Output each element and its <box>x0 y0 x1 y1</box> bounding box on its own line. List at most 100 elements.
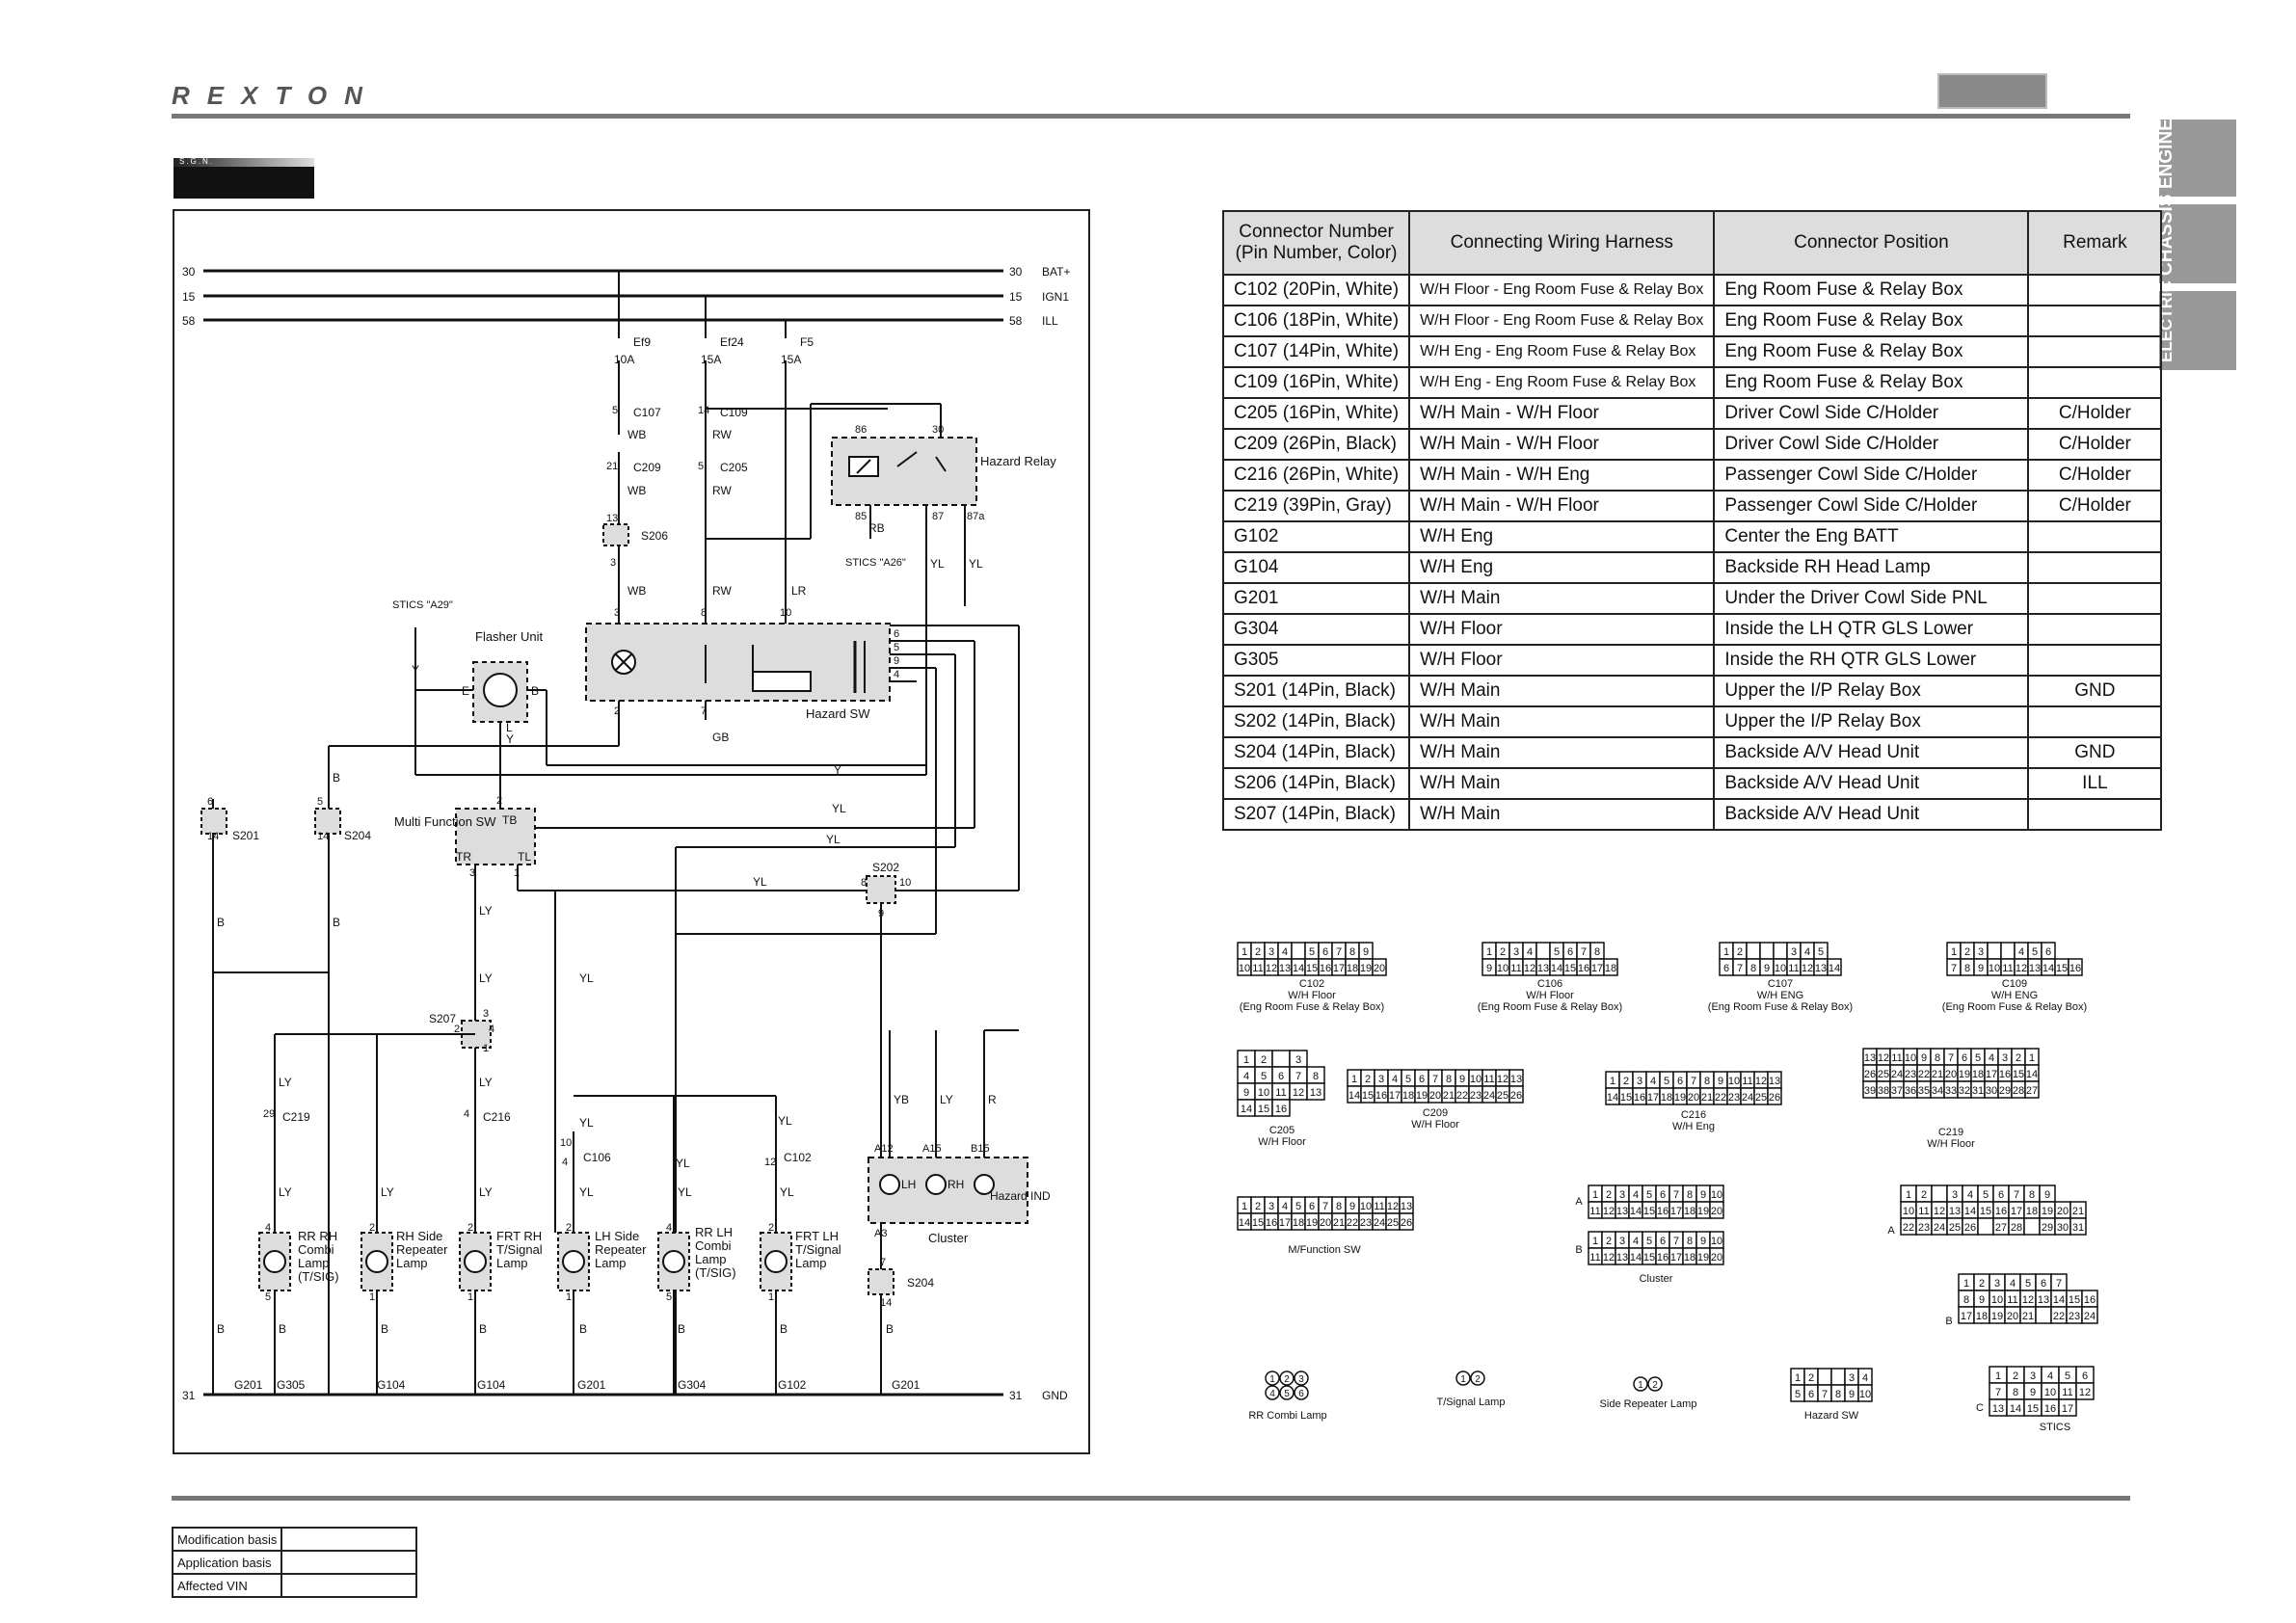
connector-pin-number: 1 <box>1723 946 1729 958</box>
connector-view-label: W/H Floor <box>1526 990 1574 1001</box>
connector-pin-number: 3 <box>1791 946 1797 958</box>
wire-color: Y <box>506 732 514 746</box>
lamp-label: Lamp <box>695 1252 727 1266</box>
side-tab-chassis[interactable]: CHASSIS <box>2156 195 2236 283</box>
connector-pin-number: 5 <box>1795 1389 1801 1400</box>
connector-pin: 5 <box>1659 1071 1674 1089</box>
connector-pin: 9 <box>1695 1184 1711 1203</box>
connector-pin-number: 6 <box>2045 946 2051 958</box>
connector-pin: 4 <box>1857 1368 1873 1386</box>
connector-pin-number: 19 <box>1416 1090 1428 1102</box>
connector-pin-number: 3 <box>1298 1374 1304 1385</box>
connector-pin-number: 22 <box>2053 1311 2065 1322</box>
footer-divider <box>172 1496 2130 1501</box>
connector-pin: 21 <box>2069 1201 2087 1219</box>
table-cell: G304 <box>1221 613 1411 646</box>
connector-pin-number: 10 <box>1903 1206 1914 1217</box>
connector-pin-number: 5 <box>1646 1236 1652 1247</box>
connector-pin-number: 34 <box>1932 1085 1943 1097</box>
connector-pin-number: 11 <box>1788 963 1799 974</box>
connector-pin-number: 24 <box>1483 1090 1495 1102</box>
connector-pin: 11 <box>1588 1201 1603 1219</box>
connector-pin: 17 <box>1669 1201 1684 1219</box>
connector-pin: 4 <box>1265 1385 1280 1400</box>
connector-pin-number: 20 <box>1429 1090 1441 1102</box>
side-tab-electric[interactable]: ELECTRIC <box>2157 280 2236 370</box>
connector-pin-number: 23 <box>2069 1311 2080 1322</box>
connector-pin-number: 17 <box>1670 1206 1682 1217</box>
connector-pin: 18 <box>1291 1212 1306 1231</box>
table-row: Modification basis <box>171 1527 418 1552</box>
mod-value[interactable] <box>280 1527 418 1552</box>
connector-pin: 12 <box>1800 958 1815 976</box>
connector-pin: 11 <box>1482 1069 1497 1087</box>
wire-color: RW <box>712 584 732 598</box>
mod-label: Modification basis <box>171 1527 283 1552</box>
connector-pin: 21 <box>2019 1306 2037 1324</box>
connector-pin: 4 <box>1628 1231 1643 1249</box>
connector-pin-number: 19 <box>1959 1069 1970 1080</box>
connector-pin: 3 <box>1264 942 1279 960</box>
connector-pin-number: 1 <box>1486 946 1492 958</box>
connector-pin-number: 6 <box>1677 1076 1683 1087</box>
ground-label: G201 <box>234 1378 263 1392</box>
connector-pin: 24 <box>1889 1064 1905 1082</box>
connector-pin: 20 <box>1372 958 1387 976</box>
connector-label: C216 <box>483 1110 511 1124</box>
connector-pin-number: 15 <box>1258 1104 1269 1115</box>
connector-pin-number: 10 <box>1497 963 1508 974</box>
connector-pin: 8 <box>1441 1069 1456 1087</box>
side-tab-engine[interactable]: ENGINE <box>2156 119 2236 197</box>
connector-label: C205 <box>720 461 748 474</box>
connector-pin: 6 <box>1655 1231 1670 1249</box>
connector-pin-number: 7 <box>1581 946 1587 958</box>
table-header: Connector Number (Pin Number, Color) <box>1221 210 1411 276</box>
connector-pin-number: 3 <box>1295 1054 1301 1066</box>
table-cell: W/H Eng <box>1408 520 1716 553</box>
connector-pin: 5 <box>1279 1385 1295 1400</box>
table-cell: Upper the I/P Relay Box <box>1713 705 2030 738</box>
connector-pin: 14 <box>1962 1201 1979 1219</box>
connector-pin: 5 <box>1813 942 1829 960</box>
connector-pin: 16 <box>1655 1247 1670 1265</box>
connector-pin: 2 <box>1250 942 1266 960</box>
connector-pin: 12 <box>2075 1382 2095 1400</box>
connector-pin-number: 4 <box>2047 1370 2053 1382</box>
connector-pin-number: 20 <box>2007 1311 2018 1322</box>
connector-pin: 3 <box>1946 1184 1963 1203</box>
pin-number: 10 <box>899 877 911 889</box>
connector-pin-number: 15 <box>1980 1206 1991 1217</box>
connector-view-label: C205 <box>1269 1125 1295 1136</box>
wire-color: B <box>217 916 225 929</box>
connector-pin: 1 <box>1900 1184 1917 1203</box>
mod-value[interactable] <box>280 1550 418 1575</box>
connector-pin-number: 26 <box>1964 1222 1976 1234</box>
table-cell: Passenger Cowl Side C/Holder <box>1713 459 2030 492</box>
table-cell <box>2027 274 2163 306</box>
mod-value[interactable] <box>280 1573 418 1598</box>
connector-pin-number: 26 <box>1510 1090 1522 1102</box>
table-cell: C/Holder <box>2027 397 2163 430</box>
connector-pin-number: 24 <box>1934 1222 1945 1234</box>
connector-pin-number: 1 <box>1795 1372 1801 1384</box>
connector-pin-number: 9 <box>1718 1076 1723 1087</box>
connector-pin: 7 <box>1686 1071 1701 1089</box>
wire-color: B <box>479 1322 487 1336</box>
connector-view-label: C <box>1976 1402 1984 1414</box>
connector-pin-number: 4 <box>1282 946 1288 958</box>
connector-pin-number: 7 <box>1336 946 1342 958</box>
connector-pin: 15 <box>2011 1064 2026 1082</box>
wire-color: LY <box>479 1076 493 1089</box>
bus-tag: ILL <box>1042 314 1058 328</box>
connector-pin: 24 <box>1372 1212 1387 1231</box>
connector-pin: 22 <box>1713 1087 1728 1105</box>
connector-pin-number: 4 <box>1633 1189 1639 1201</box>
connector-pin-number: 12 <box>1802 963 1813 974</box>
connector-pin-number: 17 <box>1333 963 1345 974</box>
connector-pin-number: 7 <box>1295 1071 1301 1082</box>
connector-pin: 3 <box>1632 1071 1647 1089</box>
table-cell <box>2027 366 2163 399</box>
bus-label-right: 58 <box>1009 314 1023 328</box>
